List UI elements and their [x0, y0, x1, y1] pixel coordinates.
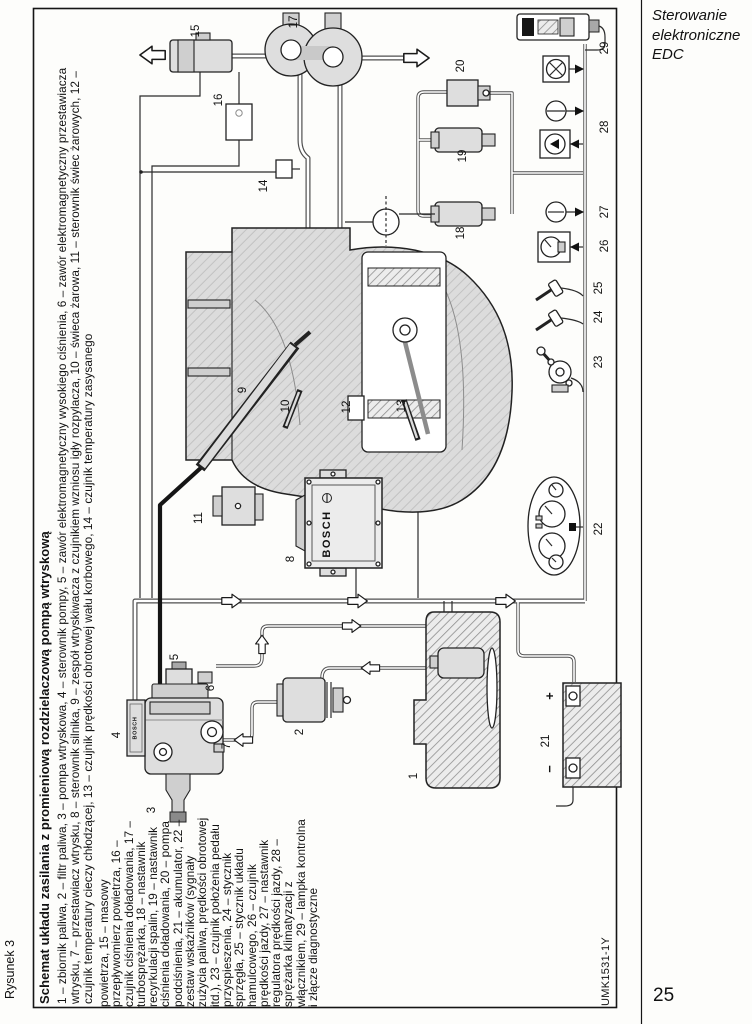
- ac-compressor-switch: [545, 100, 584, 122]
- part-number-label: 28: [599, 121, 611, 134]
- in-tank-pump: [437, 647, 485, 679]
- part-number-label: 18: [455, 227, 467, 240]
- part-number-label: 11: [193, 512, 205, 524]
- diagnostic-connector: [516, 13, 606, 51]
- pump-drive-shaft: [165, 773, 191, 823]
- part-number-label: 1: [408, 773, 420, 779]
- engine-ecu: BOSCH: [295, 469, 383, 577]
- part-number-label: 13: [396, 400, 408, 413]
- part-number-label: 24: [593, 310, 605, 323]
- crank-speed-sensor: [401, 399, 421, 441]
- engine-block: [185, 227, 513, 513]
- drawing-code: UMK1531-1Y: [600, 936, 612, 1006]
- injector: [195, 330, 312, 472]
- fuel-tank: [413, 611, 501, 789]
- fuel-filter: [276, 677, 352, 723]
- instrument-cluster: [527, 476, 583, 576]
- part-number-label: 10: [280, 400, 292, 413]
- cruise-control-actuator: [545, 201, 584, 223]
- egr-valve: [345, 196, 435, 246]
- part-number-label: 2: [294, 729, 306, 735]
- part-number-label: 29: [599, 42, 611, 55]
- exhaust-arrow: [403, 48, 430, 68]
- part-number-label: 4: [111, 731, 123, 738]
- part-number-label: 27: [599, 206, 611, 219]
- part-number-label: 7: [221, 743, 233, 749]
- accelerator-pedal-sensor: [536, 346, 584, 393]
- page-number: 25: [653, 985, 675, 1006]
- caption-legend-continued: powietrza, 15 – masowy przepływomierz po…: [97, 817, 321, 1007]
- figure-caption: Schemat układu zasilania z promieniową r…: [37, 56, 101, 1004]
- part-number-label: 21: [540, 735, 552, 748]
- vacuum-pump: [446, 79, 491, 107]
- injection-pump: BOSCH: [126, 661, 225, 823]
- pump-controller: BOSCH: [126, 699, 146, 757]
- margin-header: Sterowanie elektroniczne EDC: [652, 7, 741, 63]
- part-number-label: 19: [457, 150, 469, 163]
- warning-lamp: [542, 55, 584, 83]
- fuel-level-sender: [486, 647, 498, 729]
- high-pressure-fuel-line: [157, 453, 217, 684]
- part-number-label: 8: [285, 556, 297, 562]
- part-number-label: 25: [593, 282, 605, 295]
- clutch-switch-pedal: [535, 309, 584, 332]
- part-number-label: 16: [213, 94, 225, 107]
- part-number-label: 14: [258, 179, 270, 192]
- figure-label: Rysunek 3: [3, 939, 17, 999]
- boost-actuator: [430, 127, 496, 153]
- air-intake-arrow: [139, 45, 166, 65]
- cylinder-piston: [361, 251, 447, 453]
- vehicle-speed-sensor: [537, 231, 583, 263]
- glow-plug: [282, 388, 303, 430]
- boost-pressure-sensor: [225, 72, 253, 141]
- part-number-label: 6: [205, 685, 217, 691]
- caption-title: Schemat układu zasilania z promieniową r…: [37, 531, 52, 1004]
- ecu-brand-text: BOSCH: [321, 510, 333, 557]
- battery-plus-sign: +: [542, 692, 557, 700]
- coolant-temp-sensor: [347, 395, 365, 421]
- part-number-label: 26: [599, 240, 611, 253]
- caption-legend-first: 1 – zbiornik paliwa, 2 – filtr paliwa, 3…: [55, 67, 95, 1004]
- part-number-label: 5: [169, 654, 181, 660]
- part-number-label: 20: [455, 60, 467, 73]
- part-number-label: 23: [593, 356, 605, 369]
- maf-sensor: [169, 32, 233, 73]
- battery: + −: [542, 682, 622, 788]
- part-number-label: 9: [237, 387, 249, 393]
- ac-compressor: [539, 129, 583, 159]
- intake-air-temp-sensor: [275, 159, 300, 179]
- part-number-label: 3: [146, 807, 158, 813]
- pump-brand-text: BOSCH: [133, 717, 139, 740]
- glow-plug-controller: [212, 486, 264, 526]
- part-number-label: 12: [341, 401, 353, 414]
- turbocharger: [264, 12, 363, 87]
- timing-solenoid-valve: [197, 671, 213, 684]
- part-number-label: 22: [593, 523, 605, 536]
- part-number-label: 15: [190, 25, 202, 38]
- brake-switch-pedal: [535, 279, 584, 302]
- battery-minus-sign: −: [542, 765, 557, 773]
- figure-frame: [32, 7, 618, 1009]
- part-number-label: 17: [288, 16, 300, 29]
- egr-actuator: [430, 201, 496, 227]
